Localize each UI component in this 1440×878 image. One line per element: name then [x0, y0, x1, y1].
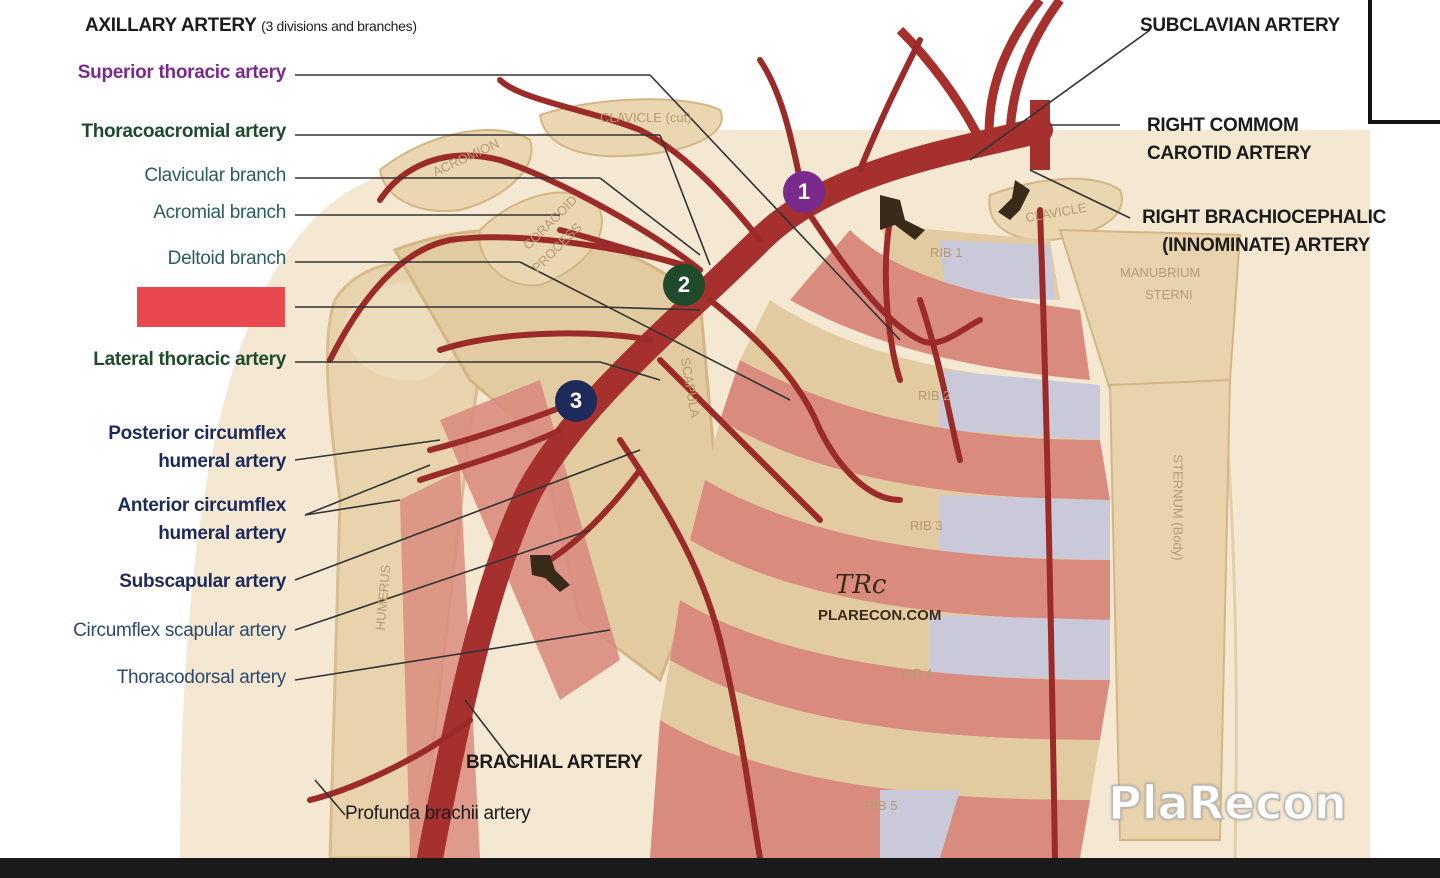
label-subclavian: SUBCLAVIAN ARTERY [1140, 15, 1341, 36]
rib3-label: RIB 3 [910, 518, 943, 533]
subtitle-text: (3 divisions and branches) [261, 18, 417, 34]
sternum-body [1108, 378, 1232, 841]
division-3-marker: 3 [555, 380, 597, 422]
label-common-carotid-2: CAROTID ARTERY [1147, 143, 1312, 164]
label-clavicular-branch: Clavicular branch [144, 165, 286, 186]
signature-url: PLARECON.COM [818, 607, 942, 624]
label-posterior-circumflex-2: humeral artery [158, 451, 286, 472]
sterni-label: STERNI [1145, 287, 1193, 302]
axillary-artery [417, 117, 1053, 871]
label-acromial-branch: Acromial branch [153, 202, 286, 223]
label-thoracoacromial: Thoracoacromial artery [81, 121, 286, 142]
intercostal-2 [720, 360, 1110, 500]
label-profunda-brachii: Profunda brachii artery [345, 803, 531, 824]
rib2-label: RIB 2 [918, 388, 951, 403]
rib-5 [660, 660, 1100, 800]
leader-lines [294, 29, 1151, 816]
intercostal-4 [670, 600, 1110, 740]
rib-cage [650, 225, 1110, 858]
label-thoracodorsal: Thoracodorsal artery [116, 667, 287, 688]
figure-title: AXILLARY ARTERY (3 divisions and branche… [85, 12, 417, 40]
rib5-label: RIB 5 [865, 798, 898, 813]
label-brachiocephalic-1: RIGHT BRACHIOCEPHALIC [1142, 207, 1386, 228]
artery-branches [307, 37, 1058, 861]
redacted-label-box [137, 287, 285, 327]
label-common-carotid-1: RIGHT COMMOM [1147, 115, 1299, 136]
bottom-bar [0, 858, 1440, 878]
plarecon-watermark: PlaRecon [1107, 775, 1347, 831]
pointer-arrows [530, 180, 1030, 592]
rib3-cartilage [940, 495, 1110, 560]
rib1-label: RIB 1 [930, 245, 963, 260]
label-superior-thoracic: Superior thoracic artery [77, 62, 287, 83]
label-subscapular: Subscapular artery [119, 571, 286, 592]
rib4-label: RIB 4 [900, 666, 933, 681]
rib2-cartilage [940, 370, 1100, 440]
division-2-marker: 2 [663, 264, 705, 306]
manubrium-label: MANUBRIUM [1120, 265, 1201, 280]
label-brachial-artery: BRACHIAL ARTERY [466, 752, 643, 773]
label-anterior-circumflex-1: Anterior circumflex [117, 495, 286, 516]
label-circumflex-scapular: Circumflex scapular artery [73, 620, 286, 641]
label-deltoid-branch: Deltoid branch [167, 248, 287, 269]
division-1-marker: 1 [783, 171, 825, 213]
vertebral-branches [896, 0, 1064, 151]
artist-signature: TRc [835, 570, 887, 600]
clavicle-cut-label: CLAVICLE (cut) [600, 110, 692, 125]
sternum-body-label: STERNUM (Body) [1170, 454, 1186, 561]
intercostal-1 [790, 230, 1090, 380]
intercostal-5 [650, 720, 1090, 858]
rib1-cartilage [940, 240, 1055, 300]
rib5-cartilage [880, 790, 960, 858]
label-posterior-circumflex-1: Posterior circumflex [108, 423, 286, 444]
intercostal-3 [690, 480, 1110, 620]
corner-frame [1368, 0, 1440, 124]
rib4-cartilage [930, 615, 1110, 680]
label-brachiocephalic-2: (INNOMINATE) ARTERY [1162, 235, 1370, 256]
label-anterior-circumflex-2: humeral artery [158, 523, 286, 544]
title-text: AXILLARY ARTERY [85, 15, 257, 36]
label-lateral-thoracic: Lateral thoracic artery [93, 349, 286, 370]
